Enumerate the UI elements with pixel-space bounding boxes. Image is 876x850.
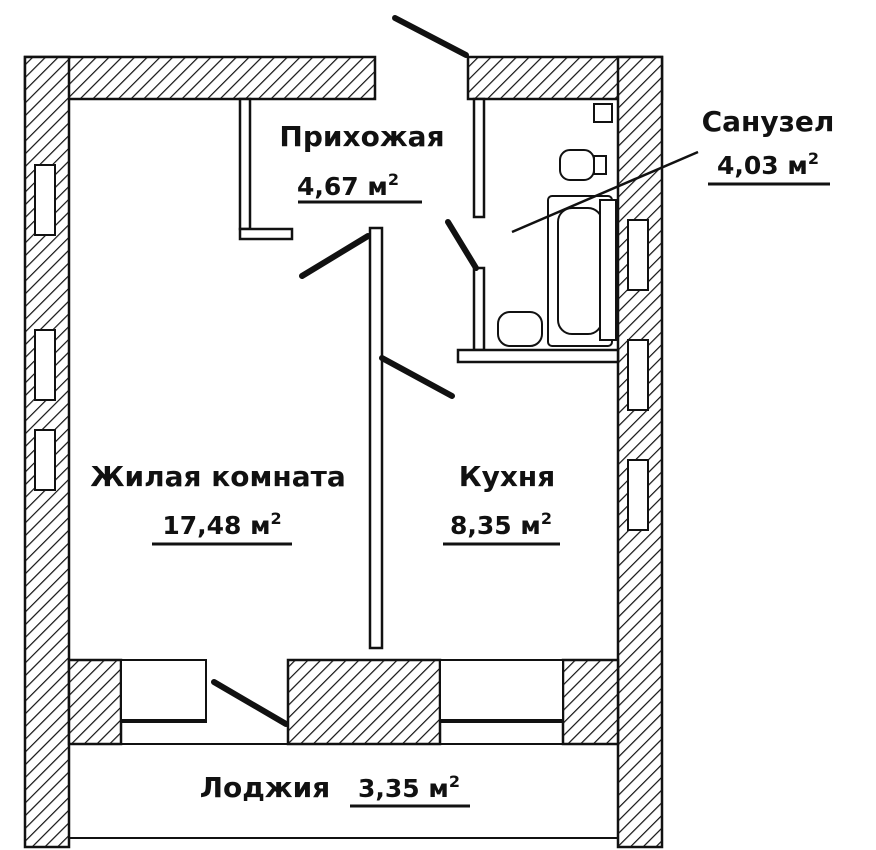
partition-bathroom-lower xyxy=(472,266,486,352)
door-loggia xyxy=(211,679,289,727)
kitchen-name: Кухня xyxy=(459,460,556,493)
bathroom-fixtures xyxy=(497,103,617,347)
window-right-3 xyxy=(627,459,649,531)
door-living xyxy=(299,233,371,279)
interior-walls xyxy=(238,97,620,650)
washbasin-icon xyxy=(497,311,543,347)
window-right-1 xyxy=(627,219,649,291)
loggia-window-living xyxy=(120,659,207,723)
bathroom-leader-line xyxy=(511,150,699,234)
label-bathroom: Санузел 4,03 м2 xyxy=(702,105,835,186)
door-bathroom xyxy=(445,219,479,271)
partition-hallway-stub xyxy=(238,97,252,231)
wall-right xyxy=(616,55,664,849)
loggia-area: 3,35 м2 xyxy=(358,772,460,803)
window-left-2 xyxy=(34,329,56,401)
hallway-area: 4,67 м2 xyxy=(297,170,399,201)
window-left-3 xyxy=(34,429,56,491)
entrance-door xyxy=(392,15,469,58)
partition-bathroom-bottom xyxy=(456,348,620,364)
toilet-icon xyxy=(559,149,595,181)
hallway-name: Прихожая xyxy=(279,120,444,153)
window-right-2 xyxy=(627,339,649,411)
wall-top-left xyxy=(23,55,377,101)
wall-loggia-right xyxy=(561,658,620,746)
bathroom-name: Санузел xyxy=(702,105,835,138)
living-area: 17,48 м2 xyxy=(162,509,281,540)
living-name: Жилая комната xyxy=(90,460,346,493)
partition-bathroom-upper xyxy=(472,97,486,219)
kitchen-area: 8,35 м2 xyxy=(450,509,552,540)
windows xyxy=(34,164,649,723)
bathroom-area: 4,03 м2 xyxy=(717,149,819,180)
loggia-window-kitchen xyxy=(439,659,564,723)
label-loggia: Лоджия 3,35 м2 xyxy=(200,771,470,808)
door-kitchen xyxy=(379,355,455,399)
label-living-room: Жилая комната 17,48 м2 xyxy=(90,460,346,546)
label-kitchen: Кухня 8,35 м2 xyxy=(443,460,560,546)
vanity xyxy=(593,103,613,123)
pipe-shaft xyxy=(599,199,617,341)
loggia-name: Лоджия xyxy=(200,771,331,804)
wall-loggia-middle xyxy=(286,658,442,746)
window-left-1 xyxy=(34,164,56,236)
doors xyxy=(211,15,479,727)
partition-living-kitchen xyxy=(368,226,384,650)
wall-loggia-left xyxy=(67,658,123,746)
label-hallway: Прихожая 4,67 м2 xyxy=(279,120,445,204)
